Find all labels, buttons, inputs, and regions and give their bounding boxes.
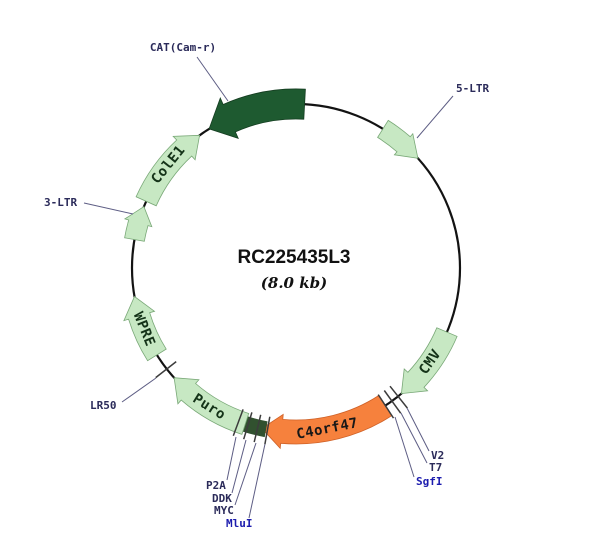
label-ltr5: 5-LTR	[456, 82, 489, 95]
label-mlui: MluI	[226, 517, 253, 530]
features-layer	[123, 88, 458, 450]
label-ddk: DDK	[212, 492, 232, 505]
feature-cmv	[400, 327, 458, 395]
label-sgfi: SgfI	[416, 475, 443, 488]
feature-ltr5	[377, 119, 419, 159]
feature-ltr3	[123, 205, 153, 242]
label-ltr3: 3-LTR	[44, 196, 77, 209]
feature-cole1	[135, 134, 201, 207]
site-ticks-layer	[155, 361, 408, 445]
leader-line-t7	[400, 412, 428, 464]
leader-line-ltr5	[416, 95, 454, 139]
site-tick	[253, 414, 262, 443]
site-tick	[389, 385, 408, 409]
leader-line-ddk	[231, 439, 247, 494]
label-lr50: LR50	[90, 399, 117, 412]
leader-line-ltr3	[83, 202, 134, 215]
leader-line-lr50	[121, 377, 157, 403]
leader-lines-layer	[83, 56, 454, 519]
label-v2: V2	[431, 449, 444, 462]
leader-line-v2	[406, 407, 430, 452]
site-tick	[232, 409, 244, 436]
site-tick	[264, 416, 271, 445]
label-p2a: P2A	[206, 479, 226, 492]
site-tick	[155, 361, 177, 379]
leader-line-myc	[234, 442, 257, 506]
feature-puro	[173, 377, 250, 435]
site-tick	[242, 412, 253, 440]
site-tick	[383, 390, 402, 414]
leader-line-mlui	[248, 443, 266, 519]
feature-cat	[208, 88, 306, 139]
site-tick	[377, 394, 395, 419]
leader-line-cat	[196, 56, 229, 102]
leader-line-sgfi	[394, 416, 415, 478]
label-t7: T7	[429, 461, 442, 474]
label-myc: MYC	[214, 504, 234, 517]
leader-line-p2a	[226, 436, 237, 481]
feature-wpre	[123, 295, 167, 362]
label-cat: CAT(Cam-r)	[150, 41, 216, 54]
plasmid-size: (8.0 kb)	[261, 274, 327, 292]
plasmid-name: RC225435L3	[237, 247, 350, 268]
